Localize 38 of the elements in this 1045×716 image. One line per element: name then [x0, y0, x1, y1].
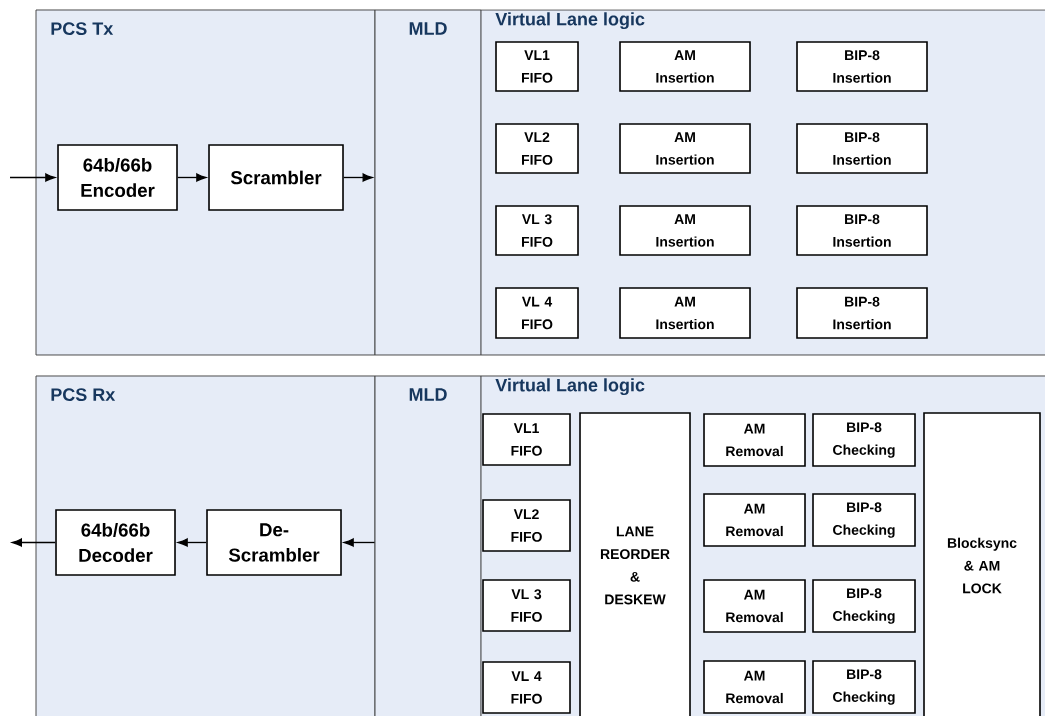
block-box: BIP-8 Checking [812, 579, 916, 633]
panel: MLD [374, 375, 482, 716]
block-box: VL1 FIFO [482, 413, 571, 466]
block-box: BIP-8 Checking [812, 660, 916, 714]
block-box: LANE REORDER & DESKEW [579, 412, 691, 716]
block-box: BIP-8 Checking [812, 493, 916, 547]
block-box: BIP-8 Insertion [796, 205, 928, 256]
block-box: AM Removal [703, 413, 806, 467]
block-box: Scrambler [208, 144, 344, 211]
block-box: VL1 FIFO [495, 41, 579, 92]
arrow [343, 538, 376, 547]
block-box: 64b/66b Decoder [55, 509, 176, 576]
block-box: AM Removal [703, 579, 806, 633]
block-box: De-Scrambler [206, 509, 342, 576]
arrow [9, 173, 56, 182]
block-box: VL 4 FIFO [495, 287, 579, 339]
block-box: AM Insertion [619, 205, 751, 256]
panel: MLD [374, 9, 482, 356]
block-box: VL 3 FIFO [482, 579, 571, 632]
block-box: VL 3 FIFO [495, 205, 579, 256]
block-box: AM Insertion [619, 123, 751, 174]
arrow [12, 538, 56, 547]
block-box: AM Removal [703, 660, 806, 714]
arrow [343, 173, 373, 182]
block-box: BIP-8 Insertion [796, 123, 928, 174]
block-box: AM Insertion [619, 41, 751, 92]
block-box: BIP-8 Insertion [796, 287, 928, 339]
block-box: BIP-8 Checking [812, 413, 916, 467]
block-box: VL2 FIFO [495, 123, 579, 174]
block-box: BIP-8 Insertion [796, 41, 928, 92]
arrow [177, 538, 207, 547]
arrow [177, 173, 207, 182]
block-box: VL2 FIFO [482, 499, 571, 552]
block-box: 64b/66b Encoder [57, 144, 178, 211]
block-box: Blocksync & AM LOCK [923, 412, 1041, 716]
block-box: VL 4 FIFO [482, 661, 571, 714]
block-box: AM Insertion [619, 287, 751, 339]
block-box: AM Removal [703, 493, 806, 547]
